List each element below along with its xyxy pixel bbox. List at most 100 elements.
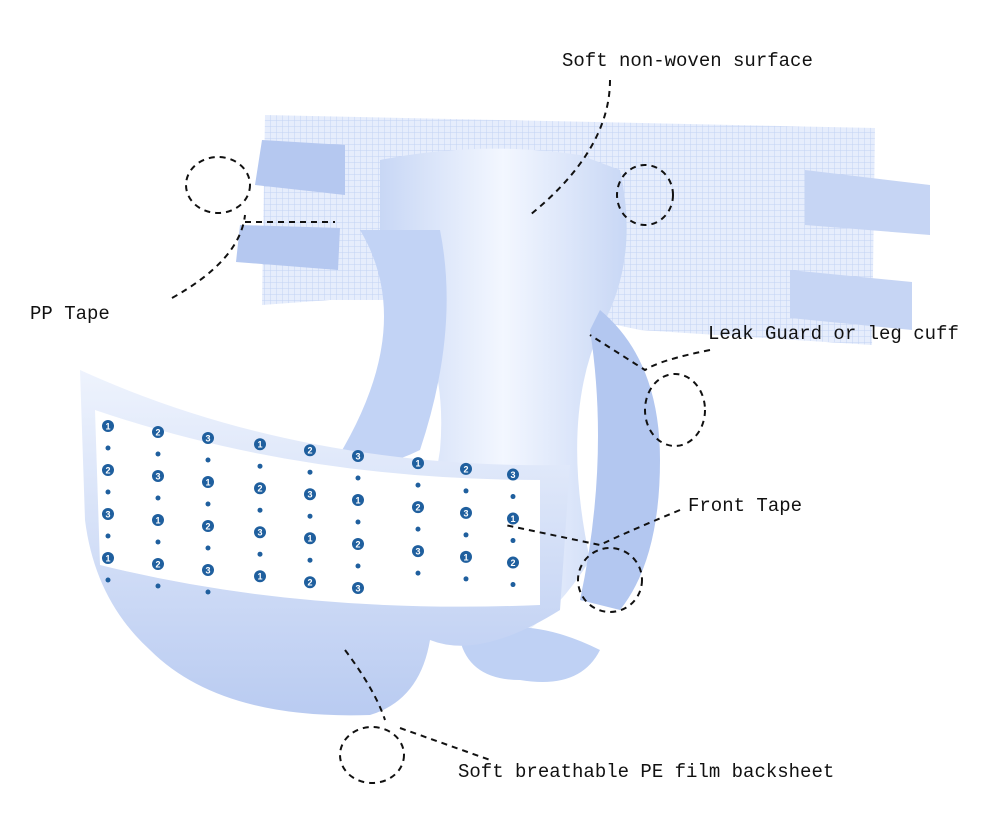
tape-dot (105, 533, 111, 539)
tape-number: 2 (257, 484, 262, 494)
tape-number: 2 (105, 465, 110, 475)
tape-dot (307, 469, 313, 475)
tape-number-badge (254, 482, 266, 495)
tape-number: 2 (307, 578, 312, 588)
leader-leak-guard (589, 334, 711, 372)
tape-number-badge (102, 551, 114, 564)
tape-number: 2 (355, 539, 360, 549)
tape-dot (257, 551, 263, 557)
tape-dot (307, 513, 313, 519)
callout-circle-front-tape (577, 547, 643, 613)
tape-dot (155, 539, 161, 545)
tape-number: 3 (257, 528, 262, 538)
tape-number: 1 (355, 495, 360, 505)
leg-ruffle-bottom (460, 627, 600, 682)
tape-dot (155, 451, 161, 457)
tape-number-badge (202, 431, 214, 444)
tape-number: 2 (205, 521, 210, 531)
tape-number: 3 (307, 490, 312, 500)
leader-front-tape (504, 509, 681, 547)
tape-number-badge (254, 570, 266, 583)
tape-dot (510, 538, 516, 544)
right-tape-lower (790, 270, 912, 330)
tape-dot (463, 532, 469, 538)
tape-number-badge (412, 457, 424, 470)
label-backsheet: Soft breathable PE film backsheet (458, 761, 835, 783)
right-tape-upper (805, 170, 930, 235)
label-leak-guard: Leak Guard or leg cuff (708, 323, 959, 345)
tape-number-badge (460, 550, 472, 563)
tape-number: 1 (257, 440, 262, 450)
tape-dot (355, 519, 361, 525)
callout-circle-pp-tape (185, 156, 251, 214)
tape-number: 3 (205, 565, 210, 575)
callout-circle-backsheet (339, 726, 405, 784)
pp-tape-lower (236, 225, 340, 270)
tape-number-badge (152, 425, 164, 438)
tape-number-badge (507, 512, 519, 525)
tape-number-badge (352, 493, 364, 506)
leg-cuff-left (330, 230, 447, 470)
leg-cuff-right (580, 310, 660, 610)
tape-number: 1 (205, 477, 210, 487)
tape-number-badge (304, 576, 316, 589)
callout-circle-leak-guard (644, 373, 706, 447)
tape-number-badge (254, 526, 266, 539)
tape-dot (355, 475, 361, 481)
tape-dot (463, 488, 469, 494)
tape-number: 2 (307, 446, 312, 456)
tape-number-badge (202, 563, 214, 576)
tape-dot (415, 570, 421, 576)
tape-number-badge (304, 532, 316, 545)
tape-number-badge (507, 468, 519, 481)
tape-number-badge (102, 463, 114, 476)
tape-dot (205, 457, 211, 463)
tape-number-badge (152, 513, 164, 526)
tape-dot (415, 526, 421, 532)
tape-number: 2 (415, 503, 420, 513)
pp-tape-upper (255, 140, 345, 195)
tape-number-badge (507, 556, 519, 569)
label-pp-tape: PP Tape (30, 303, 110, 325)
tape-dot (205, 545, 211, 551)
tape-number: 1 (105, 553, 110, 563)
tape-dot (257, 507, 263, 513)
tape-number: 1 (105, 421, 110, 431)
tape-number: 2 (510, 558, 515, 568)
tape-number-badge (352, 581, 364, 594)
tape-dot (463, 576, 469, 582)
tape-number-badge (460, 506, 472, 519)
tape-number: 3 (105, 509, 110, 519)
tape-number: 3 (205, 433, 210, 443)
leader-backsheet (344, 649, 491, 761)
tape-number-badge (304, 488, 316, 501)
tape-number: 1 (257, 572, 262, 582)
label-front-tape: Front Tape (688, 495, 803, 517)
tape-number-badge (102, 419, 114, 432)
tape-dot (105, 445, 111, 451)
tape-number: 3 (355, 451, 360, 461)
tape-number: 3 (415, 547, 420, 557)
tape-number: 1 (463, 552, 468, 562)
tape-dot (105, 577, 111, 583)
tape-number: 1 (510, 514, 515, 524)
tape-number: 3 (155, 471, 160, 481)
tape-dot (155, 583, 161, 589)
tape-number-badge (254, 438, 266, 451)
tape-number: 1 (415, 459, 420, 469)
tape-number: 3 (463, 508, 468, 518)
tape-dot (510, 494, 516, 500)
tape-number: 2 (155, 559, 160, 569)
tape-number: 2 (463, 464, 468, 474)
tape-dot (510, 582, 516, 588)
tape-number-badge (460, 462, 472, 475)
tape-dot (355, 563, 361, 569)
tape-number-badge (412, 545, 424, 558)
tape-number: 3 (510, 470, 515, 480)
tape-dot (415, 482, 421, 488)
tape-dot (105, 489, 111, 495)
tape-number-badge (152, 557, 164, 570)
leader-surface (529, 79, 611, 216)
